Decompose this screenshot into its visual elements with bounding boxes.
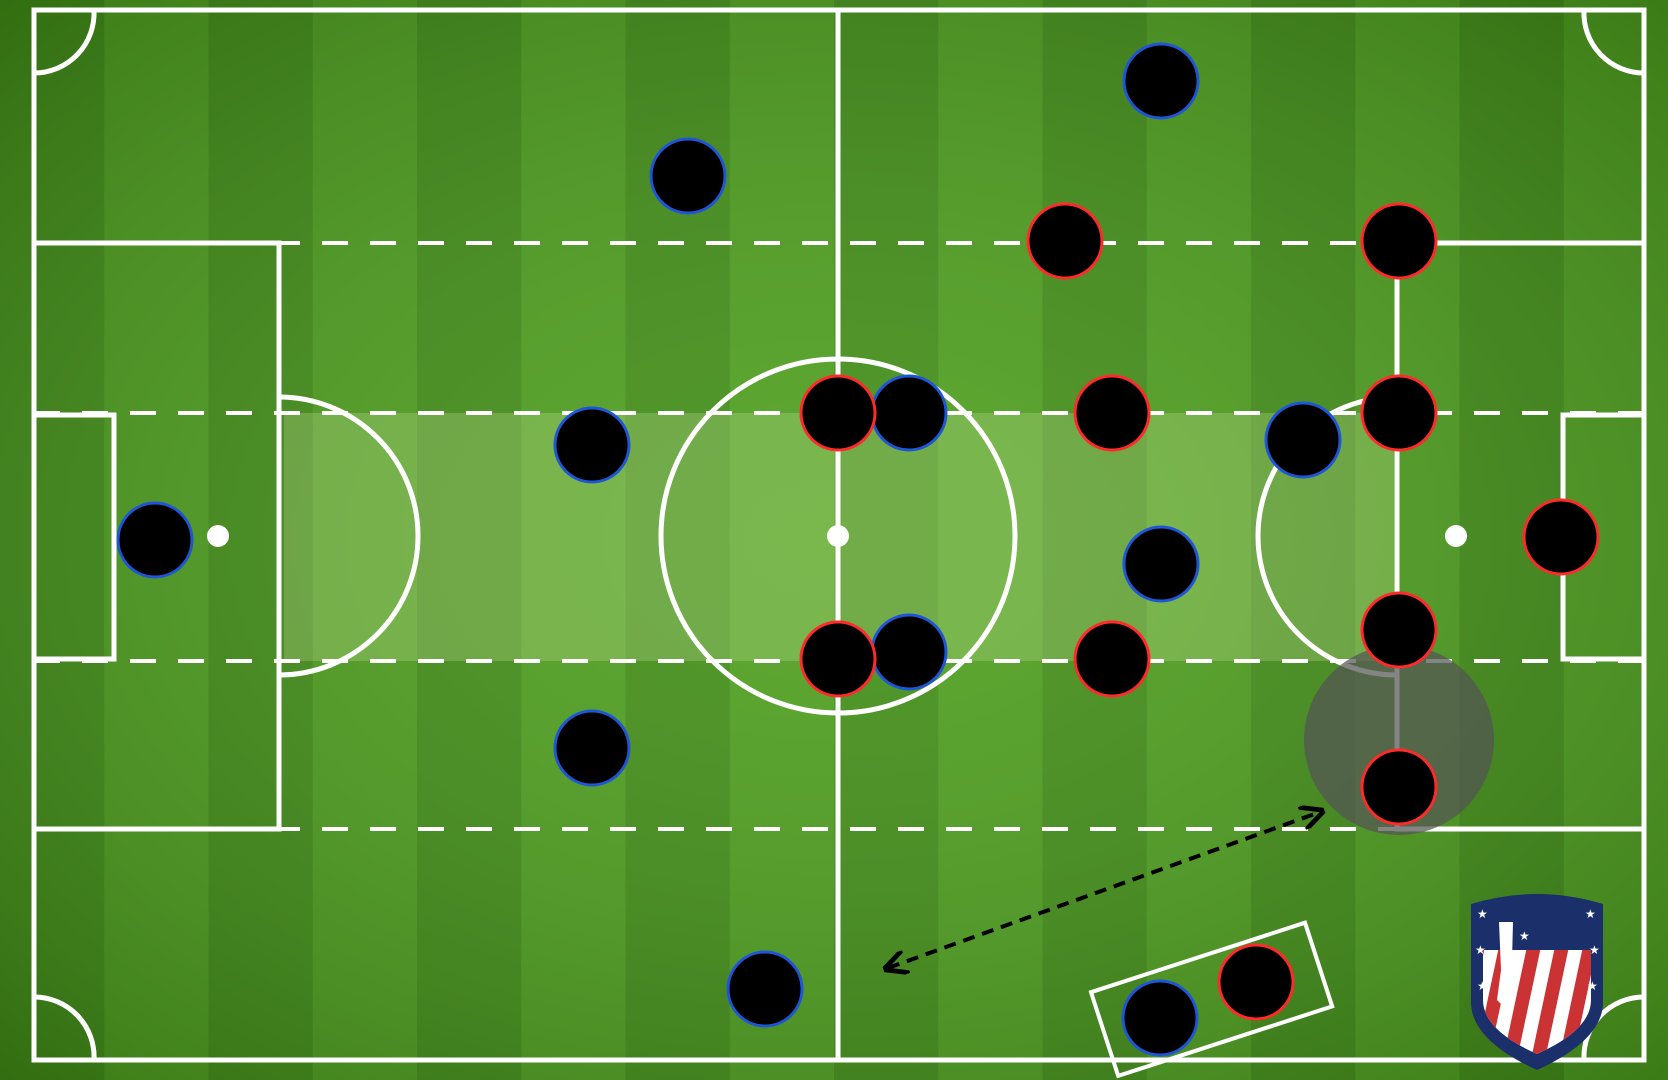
player-red[interactable] (1360, 202, 1438, 280)
player-red[interactable] (1522, 498, 1600, 576)
svg-text:★: ★ (1587, 979, 1598, 993)
svg-text:★: ★ (1477, 979, 1488, 993)
centre-circle (658, 356, 1018, 716)
corner-arc-bottom-left (33, 994, 97, 1061)
player-blue[interactable] (116, 501, 194, 579)
team-blue (116, 42, 1342, 1057)
player-red[interactable] (1073, 374, 1151, 452)
crest-bear-tree (1497, 922, 1513, 1008)
players-layer (116, 42, 1600, 1057)
player-blue[interactable] (870, 613, 948, 691)
player-blue[interactable] (1122, 525, 1200, 603)
svg-text:★: ★ (1589, 943, 1600, 957)
player-blue[interactable] (553, 709, 631, 787)
crest-stars: ★ ★ ★ ★ ★ ★ ★ (1475, 907, 1600, 993)
player-red[interactable] (1360, 591, 1438, 669)
player-blue[interactable] (726, 950, 804, 1028)
player-red-boxed[interactable] (1217, 943, 1295, 1021)
pitch-spots (207, 525, 1467, 547)
corner-arc-top-left (33, 9, 97, 76)
shaded-circle-zone (1304, 645, 1494, 835)
player-blue[interactable] (1122, 42, 1200, 120)
player-red[interactable] (1026, 202, 1104, 280)
player-red[interactable] (799, 620, 877, 698)
player-red[interactable] (1360, 748, 1438, 826)
svg-text:★: ★ (1477, 907, 1488, 921)
player-blue-boxed[interactable] (1121, 979, 1199, 1057)
player-red[interactable] (799, 374, 877, 452)
svg-text:★: ★ (1585, 907, 1596, 921)
player-red[interactable] (1073, 620, 1151, 698)
svg-text:★: ★ (1475, 943, 1486, 957)
team-red (799, 202, 1600, 1021)
player-red[interactable] (1360, 374, 1438, 452)
boxed-pair-frame (1088, 920, 1335, 1079)
double-headed-arrow (888, 812, 1320, 968)
player-blue[interactable] (649, 137, 727, 215)
player-blue[interactable] (553, 406, 631, 484)
boxed-player-pair (1088, 920, 1335, 1079)
svg-text:★: ★ (1519, 929, 1530, 943)
left-penalty-spot (207, 525, 229, 547)
right-penalty-spot (1445, 525, 1467, 547)
corner-arc-top-right (1581, 9, 1645, 76)
player-blue[interactable] (870, 374, 948, 452)
left-six-yard-box (31, 412, 117, 662)
player-blue[interactable] (1264, 401, 1342, 479)
centre-spot (827, 525, 849, 547)
